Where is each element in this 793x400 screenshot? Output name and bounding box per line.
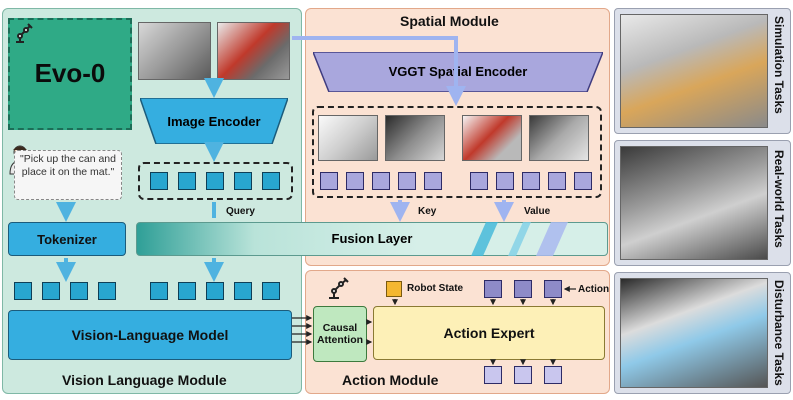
spatial-token <box>372 172 390 190</box>
image-token-group <box>138 162 293 200</box>
image-token <box>234 172 252 190</box>
simulation-tasks-label: Simulation Tasks <box>772 16 786 114</box>
image-token <box>150 172 168 190</box>
point-cloud-image-2 <box>462 115 522 161</box>
real-world-tasks-image <box>620 146 768 260</box>
camera-image-1 <box>138 22 211 80</box>
image-token <box>262 172 280 190</box>
fusion-layer-block <box>136 222 608 256</box>
action-expert-block: Action Expert <box>373 306 605 360</box>
noisy-action-token <box>514 280 532 298</box>
query-label: Query <box>226 206 255 217</box>
spatial-token <box>496 172 514 190</box>
text-token <box>14 282 32 300</box>
image-encoder-block <box>140 98 288 144</box>
spatial-token <box>346 172 364 190</box>
disturbance-tasks-label: Disturbance Tasks <box>772 280 786 386</box>
spatial-token <box>398 172 416 190</box>
disturbance-tasks-image <box>620 278 768 388</box>
fused-token <box>262 282 280 300</box>
spatial-token <box>470 172 488 190</box>
causal-attention-block: Causal Attention <box>313 306 367 362</box>
action-label: Action <box>578 284 610 295</box>
evo-0-label: Evo-0 <box>34 58 106 88</box>
spatial-feature-group <box>312 106 602 198</box>
spatial-token <box>548 172 566 190</box>
action-output-token <box>514 366 532 384</box>
vision-language-module-title: Vision Language Module <box>62 372 227 388</box>
fusion-layer-stripes <box>136 222 608 256</box>
image-encoder-label: Image Encoder <box>167 114 261 129</box>
fused-token <box>234 282 252 300</box>
image-token <box>206 172 224 190</box>
simulation-tasks-image <box>620 14 768 128</box>
action-output-token <box>544 366 562 384</box>
spatial-token <box>424 172 442 190</box>
evo-0-box <box>8 18 132 130</box>
text-token <box>98 282 116 300</box>
robot-arm-icon <box>326 276 350 300</box>
camera-image-2 <box>217 22 290 80</box>
robot-state-label: Robot State <box>407 283 464 294</box>
text-token <box>70 282 88 300</box>
fused-token <box>150 282 168 300</box>
robot-state-swatch <box>386 281 402 297</box>
robot-arm-icon <box>12 22 34 44</box>
tokenizer-block: Tokenizer <box>8 222 126 256</box>
noisy-action-token <box>544 280 562 298</box>
real-world-tasks-label: Real-world Tasks <box>772 150 786 248</box>
key-label: Key <box>418 206 437 217</box>
value-label: Value <box>524 206 551 217</box>
point-cloud-image-1 <box>318 115 378 161</box>
action-output-token <box>484 366 502 384</box>
action-module-title: Action Module <box>342 372 439 388</box>
spatial-token <box>574 172 592 190</box>
depth-map-image-1 <box>385 115 445 161</box>
vision-language-model-block: Vision-Language Model <box>8 310 292 360</box>
fused-token <box>178 282 196 300</box>
text-token <box>42 282 60 300</box>
depth-map-image-2 <box>529 115 589 161</box>
instruction-text: "Pick up the can and place it on the mat… <box>14 150 122 200</box>
noisy-action-token <box>484 280 502 298</box>
image-token <box>178 172 196 190</box>
spatial-token <box>320 172 338 190</box>
spatial-token <box>522 172 540 190</box>
spatial-module-title: Spatial Module <box>400 13 499 29</box>
fused-token <box>206 282 224 300</box>
fusion-layer-label: Fusion Layer <box>331 231 413 246</box>
